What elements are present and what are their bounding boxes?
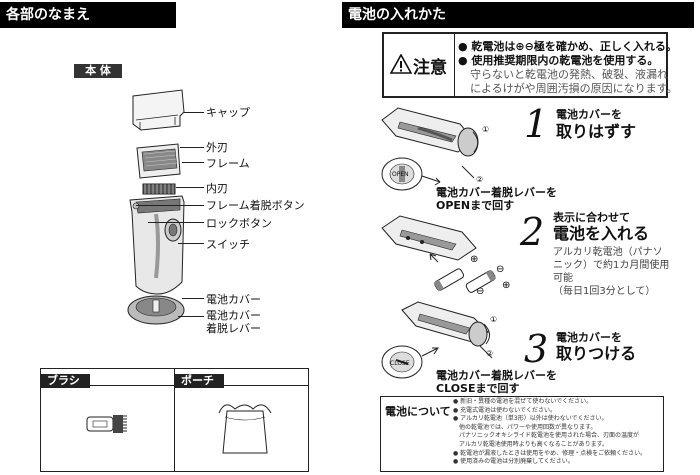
part-label-frame-release-button: フレーム着脱ボタン <box>206 199 305 212</box>
step2-illustration: ⊕ ⊖ ⊕ ⊖ <box>381 215 510 294</box>
shaver-parts-illustration <box>127 89 185 325</box>
battery-notes-box: 電池について ● 新旧・異種の電池を混ぜて使わないでください。 ● 充電式電池は… <box>380 396 664 472</box>
battery-note-3: ● アルカリ乾電池（単3形）以外は使わないでください。 <box>453 415 608 423</box>
brush-box: ブラシ <box>40 368 175 472</box>
brush-icon <box>86 415 127 433</box>
step1-title: 取りはずす <box>556 122 637 141</box>
part-label-battery-cover: 電池カバー <box>206 293 261 306</box>
caption-close-2: CLOSEまで回す <box>436 382 520 395</box>
step3-mark-2: ② <box>486 349 493 358</box>
battery-note-5: パナソニックオキシライド乾電池を使用された場合、刃面の温度が <box>453 432 640 440</box>
step1-number: 1 <box>524 102 549 146</box>
warning-icon <box>390 54 412 74</box>
part-label-switch: スイッチ <box>206 238 250 251</box>
brush-label: ブラシ <box>41 374 90 388</box>
step3-mark-1: ① <box>490 315 497 324</box>
step1-illustration: ① ② <box>381 107 489 191</box>
part-label-release-lever: 着脱レバー <box>206 322 261 335</box>
minus-mark-2: ⊖ <box>476 286 484 294</box>
caution-line-3: 守らないと乾電池の発熱、破裂、液漏れ <box>470 68 668 81</box>
right-section-header: 電池の入れかた <box>342 2 694 28</box>
part-label-outer-blade: 外刃 <box>206 141 228 154</box>
part-label-battery-cover-2: 電池カバー <box>206 309 261 322</box>
caution-line-4: によるけがや周囲汚損の原因になります。 <box>470 82 678 95</box>
step3-title: 取りつける <box>556 344 637 363</box>
step2-note-2: ニック）で約1カ月間使用 <box>553 260 670 271</box>
battery-note-1: ● 新旧・異種の電池を混ぜて使わないでください。 <box>453 398 593 405</box>
caution-title: 注意 <box>413 58 447 78</box>
battery-note-2: ● 充電式電池は使わないでください。 <box>453 406 556 414</box>
dial-close-label: CLOSE <box>390 360 410 367</box>
shaver-body-illustration <box>129 195 185 295</box>
step2-note-3: 可能 <box>553 273 573 284</box>
step2-number: 2 <box>520 210 545 254</box>
part-label-cap: キャップ <box>206 106 250 119</box>
battery-note-8: ● 使用済みの電池は分別廃棄してください。 <box>453 458 574 466</box>
battery-cover-illustration <box>127 295 185 325</box>
step1-mark-2: ② <box>476 175 483 184</box>
caution-box: 注意 ● 乾電池は⊕⊖極を確かめ、正しく入れる。 ● 使用推奨期限内の乾電池を使… <box>382 32 678 98</box>
plus-mark-1: ⊕ <box>470 254 478 265</box>
outer-blade-illustration <box>136 143 181 179</box>
caption-close-1: 電池カバー着脱レバーを <box>436 369 557 382</box>
pouch-label: ポーチ <box>175 374 224 388</box>
part-label-inner-blade: 内刃 <box>206 182 228 195</box>
inner-blade-illustration <box>142 183 176 195</box>
caption-open-2: OPENまで回す <box>436 199 515 212</box>
battery-note-6: アルカリ乾電池使用時よりも高くなることがあります。 <box>453 441 609 448</box>
step3-small: 電池カバーを <box>556 331 622 344</box>
step2-note-4: （毎日1回3分として） <box>553 286 656 297</box>
dial-open-label: OPEN <box>392 171 409 178</box>
battery-note-7: ● 乾電池が漏液したときは使用をやめ、修理・点検をご依頼ください。 <box>453 449 647 457</box>
step2-small: 表示に合わせて <box>553 211 630 224</box>
pouch-icon <box>218 404 272 454</box>
step2-note-1: アルカリ乾電池（パナソ <box>553 247 663 258</box>
caution-line-1: ● 乾電池は⊕⊖極を確かめ、正しく入れる。 <box>458 40 677 53</box>
body-tag: 本 体 <box>74 64 122 78</box>
step1-small: 電池カバーを <box>556 108 622 121</box>
cap-illustration <box>132 89 185 131</box>
caution-line-2: ● 使用推奨期限内の乾電池を使用する。 <box>458 54 659 67</box>
left-section-header: 各部のなまえ <box>0 2 176 28</box>
step3-illustration: ① ② <box>381 301 497 379</box>
plus-mark-2: ⊕ <box>502 280 510 291</box>
step2-title: 電池を入れる <box>553 224 650 243</box>
part-label-frame: フレーム <box>206 157 250 170</box>
caption-open-1: 電池カバー着脱レバーを <box>436 186 557 199</box>
battery-note-4: 他の乾電池では、パワーや使用回数が異なります。 <box>453 423 597 431</box>
part-label-lock-button: ロックボタン <box>206 217 272 230</box>
step1-mark-1: ① <box>482 125 489 134</box>
pouch-box: ポーチ <box>174 368 309 472</box>
battery-notes-title: 電池について <box>385 405 451 418</box>
step3-number: 3 <box>524 327 549 371</box>
minus-mark-1: ⊖ <box>496 264 504 275</box>
